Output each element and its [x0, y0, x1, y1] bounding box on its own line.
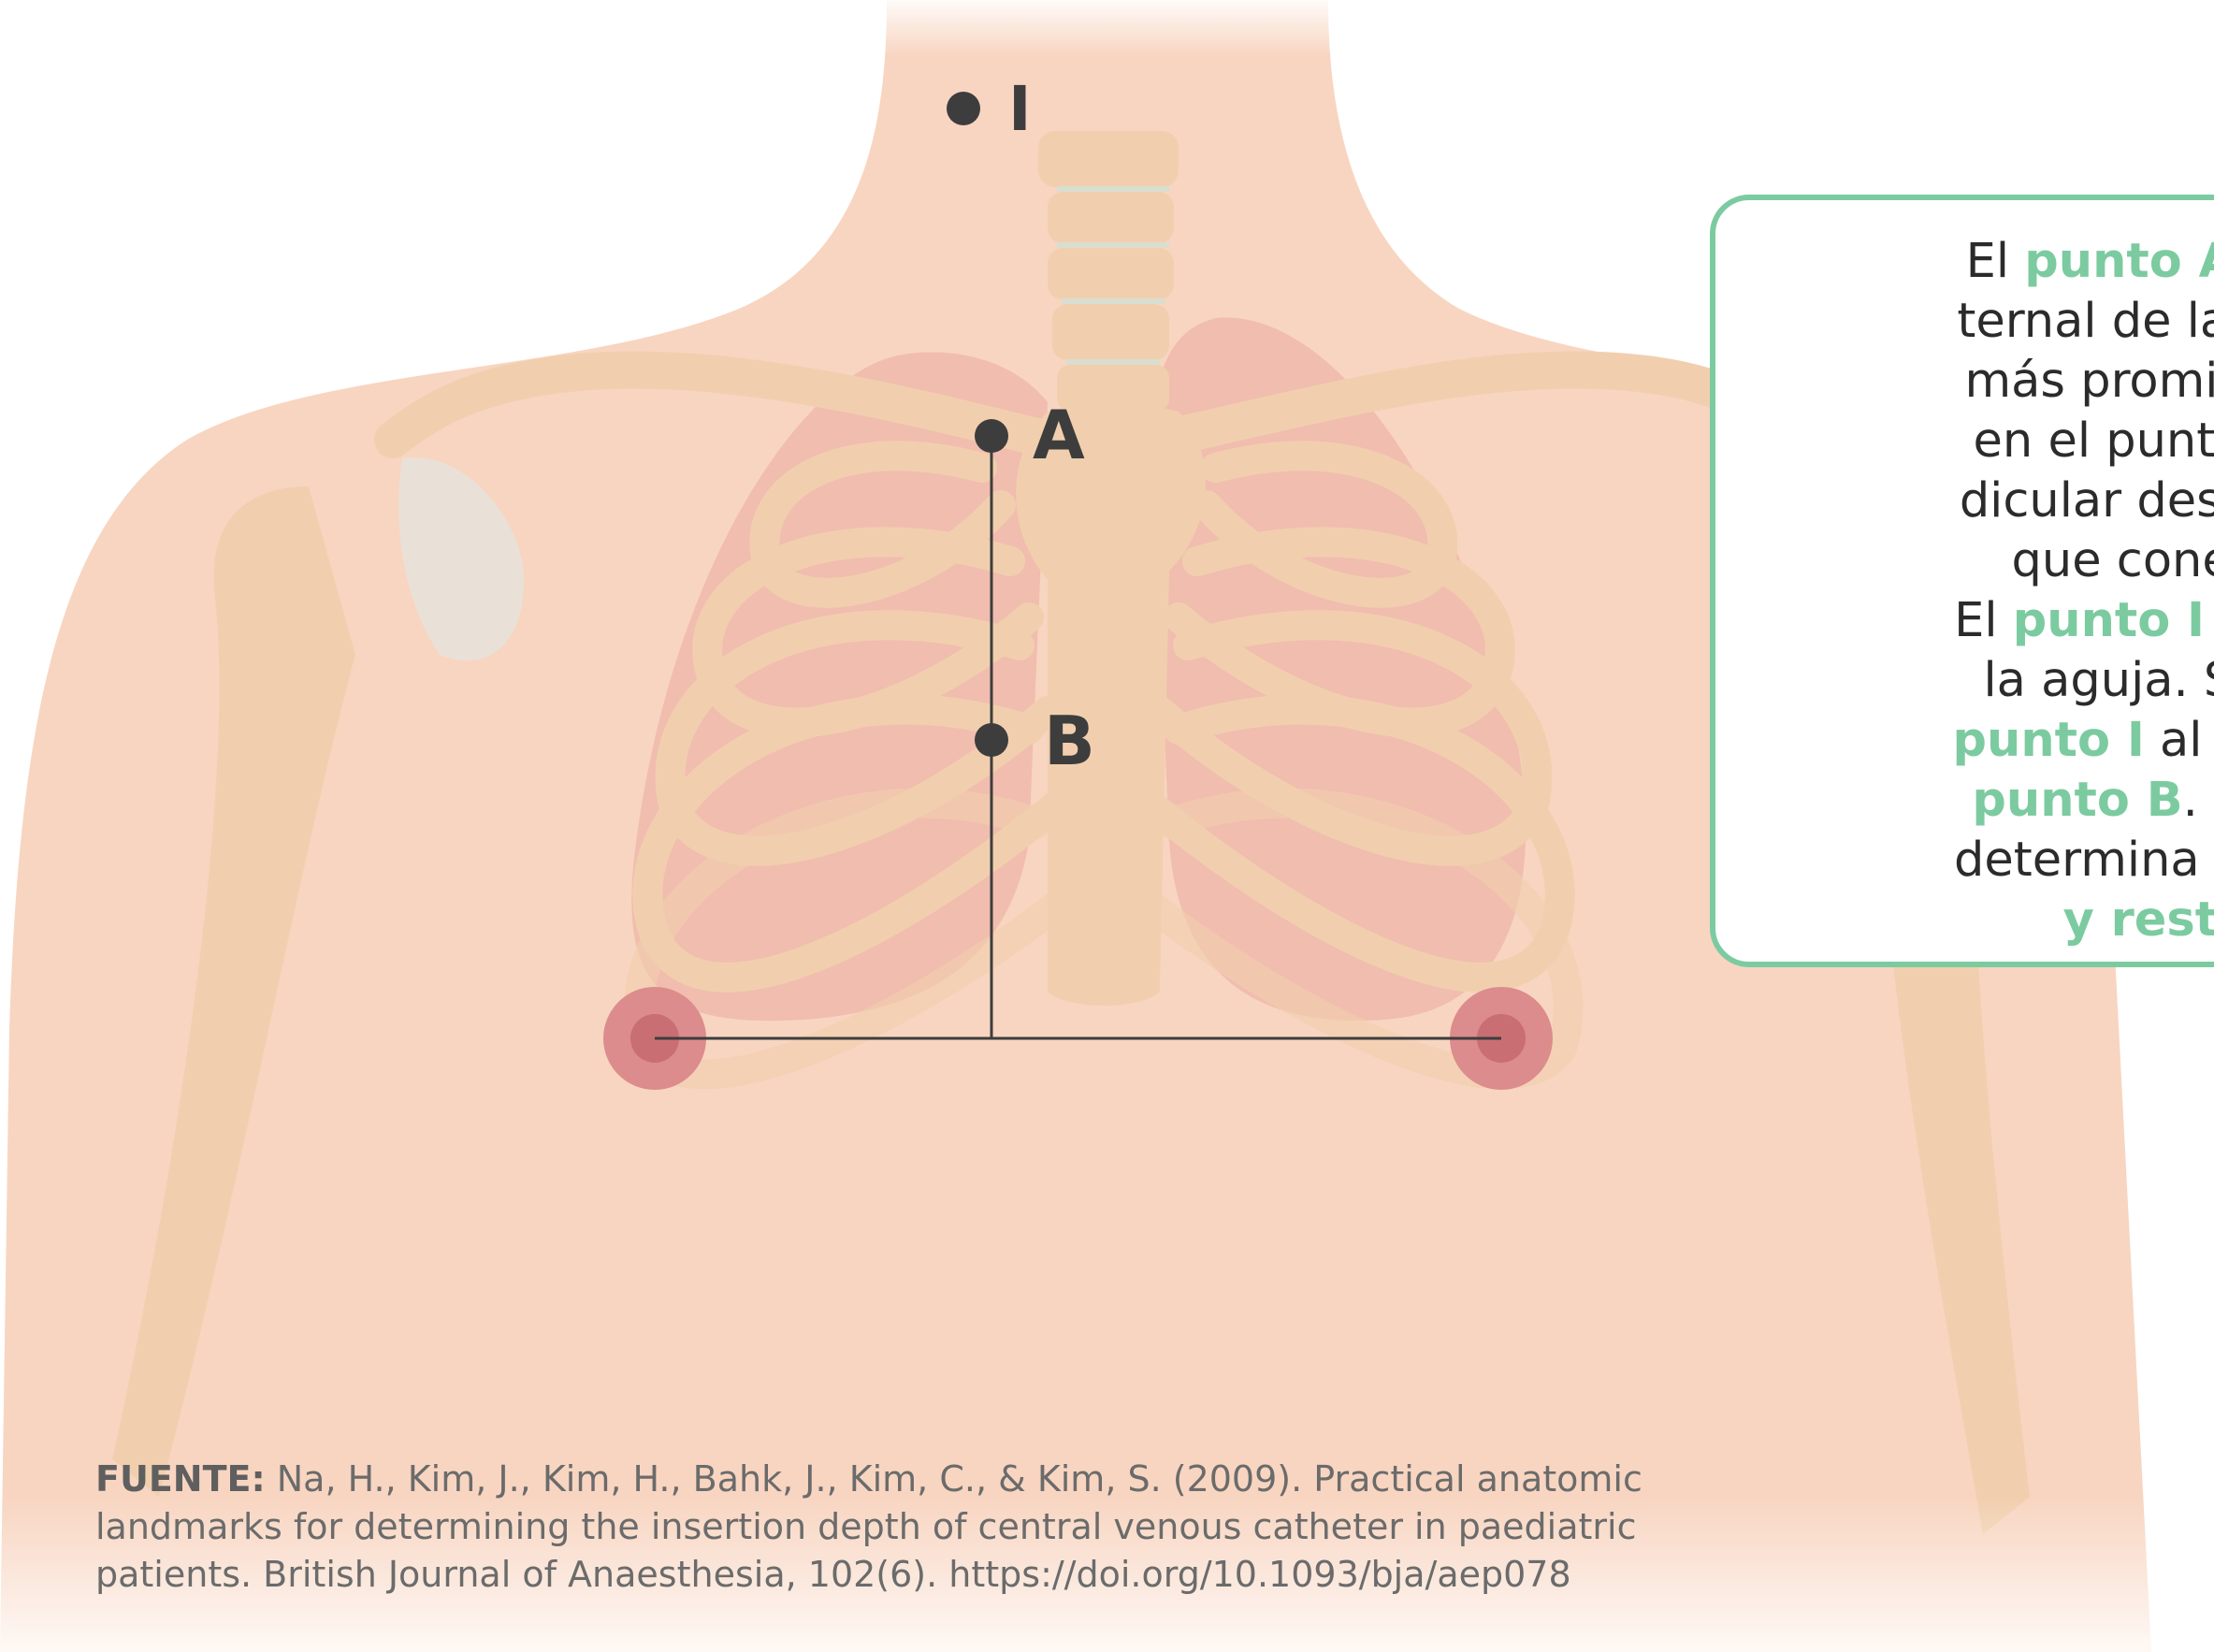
highlighted-term: punto A	[2024, 234, 2214, 289]
source-line-2: landmarks for determining the insertion …	[95, 1503, 1873, 1551]
point-a-label: A	[1033, 396, 1085, 474]
explanation-segment: más prominente. E	[1964, 354, 2214, 409]
explanation-line: más prominente. E	[1723, 352, 2214, 412]
highlighted-term: punto B	[1972, 773, 2182, 828]
source-line-1: FUENTE: Na, H., Kim, J., Kim, H., Bahk, …	[95, 1456, 1873, 1503]
explanation-line: la aguja. Se mide	[1723, 651, 2214, 711]
explanation-segment: la aguja. Se mide	[1984, 653, 2214, 708]
point-i-label: I	[1008, 73, 1032, 145]
point-i-dot	[947, 92, 980, 125]
neck-fade	[842, 0, 1366, 56]
explanation-line: El punto I es el pur	[1723, 591, 2214, 651]
explanation-segment: ternal de la clavícul	[1957, 294, 2214, 349]
source-label: FUENTE:	[95, 1458, 266, 1500]
source-text-1: Na, H., Kim, J., Kim, H., Bahk, J., Kim,…	[266, 1458, 1642, 1500]
source-line-3: patients. British Journal of Anaesthesia…	[95, 1551, 1873, 1599]
explanation-segment: El	[1954, 593, 2013, 648]
point-b-label: B	[1044, 702, 1095, 780]
highlighted-term: punto I	[2013, 593, 2205, 648]
explanation-line: y restand	[1723, 891, 2214, 950]
explanation-box: El punto A se marternal de la clavículmá…	[1710, 195, 2214, 967]
explanation-segment: dicular desde el	[1960, 473, 2214, 529]
explanation-segment: . La profu	[2183, 773, 2214, 828]
explanation-segment: determina	[1954, 833, 2214, 888]
explanation-line: ternal de la clavícul	[1723, 292, 2214, 352]
explanation-text: El punto A se marternal de la clavículmá…	[1744, 232, 2214, 950]
explanation-segment: es el pur	[2205, 593, 2214, 648]
explanation-line: punto B. La profu	[1723, 771, 2214, 831]
source-citation: FUENTE: Na, H., Kim, J., Kim, H., Bahk, …	[95, 1456, 1873, 1599]
explanation-segment: El	[1966, 234, 2025, 289]
explanation-line: El punto A se mar	[1723, 232, 2214, 292]
explanation-line: en el punto medio	[1723, 412, 2214, 471]
explanation-segment: que conecta ar	[2012, 533, 2214, 588]
explanation-line: dicular desde el pu	[1723, 471, 2214, 531]
point-a-dot	[975, 419, 1008, 453]
highlighted-term: y restand	[2063, 892, 2214, 948]
point-b-dot	[975, 723, 1008, 757]
explanation-line: que conecta ar	[1723, 531, 2214, 591]
explanation-line: determina sumand	[1723, 831, 2214, 891]
highlighted-term: punto I	[1953, 713, 2145, 768]
explanation-segment: al	[2145, 713, 2214, 768]
explanation-segment: en el punto medio	[1974, 413, 2214, 469]
explanation-line: punto I al punto A	[1723, 711, 2214, 771]
